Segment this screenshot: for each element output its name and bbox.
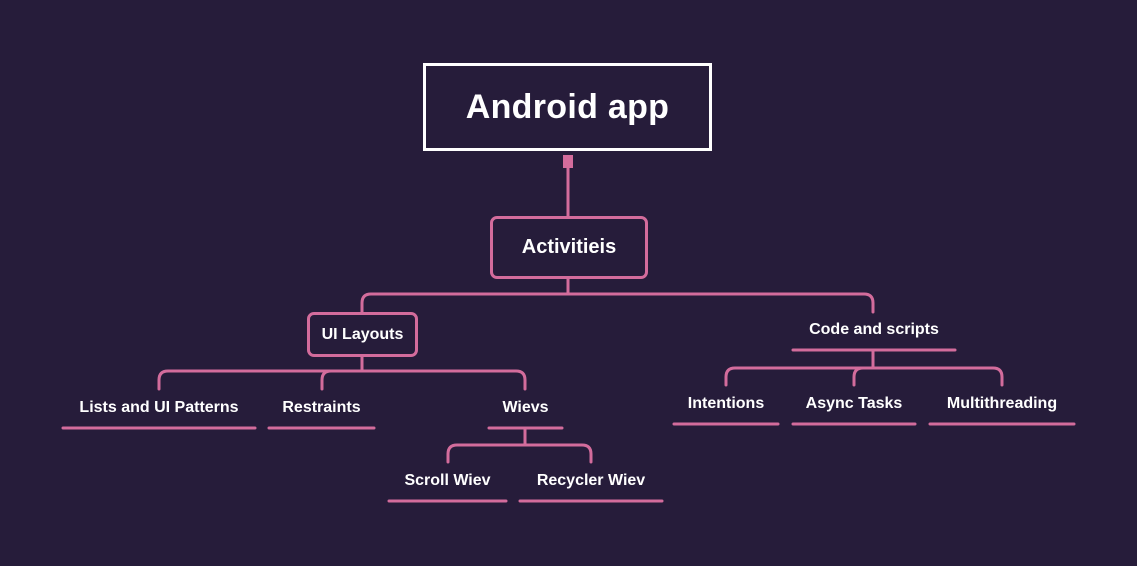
activities-node-label: Activitieis <box>521 236 617 258</box>
wievs-node-label: Wievs <box>502 399 549 416</box>
ui-layouts-node-box: UI Layouts <box>307 312 418 357</box>
root-connector-anchor <box>563 155 573 168</box>
intentions-node-label: Intentions <box>687 395 765 412</box>
connector-code-branch <box>724 366 1004 387</box>
restraints-node-label: Restraints <box>282 399 361 416</box>
root-node-label: Android app <box>465 87 670 126</box>
connector-uilayouts-branch <box>157 369 527 391</box>
connector-uilayouts-restraints <box>320 369 333 391</box>
root-node-box: Android app <box>423 63 712 151</box>
recycler-wiev-node-label: Recycler Wiev <box>536 472 646 489</box>
connector-activities-branch <box>360 292 875 314</box>
activities-node-box: Activitieis <box>490 216 648 279</box>
code-scripts-node-label: Code and scripts <box>809 321 939 338</box>
connector-wievs-branch <box>446 443 593 464</box>
ui-layouts-node-label: UI Layouts <box>321 325 404 343</box>
async-tasks-node-label: Async Tasks <box>805 395 903 412</box>
connector-code-async <box>852 366 865 387</box>
scroll-wiev-node-label: Scroll Wiev <box>404 472 491 489</box>
multithreading-node-label: Multithreading <box>946 395 1058 412</box>
lists-node-label: Lists and UI Patterns <box>79 399 239 416</box>
